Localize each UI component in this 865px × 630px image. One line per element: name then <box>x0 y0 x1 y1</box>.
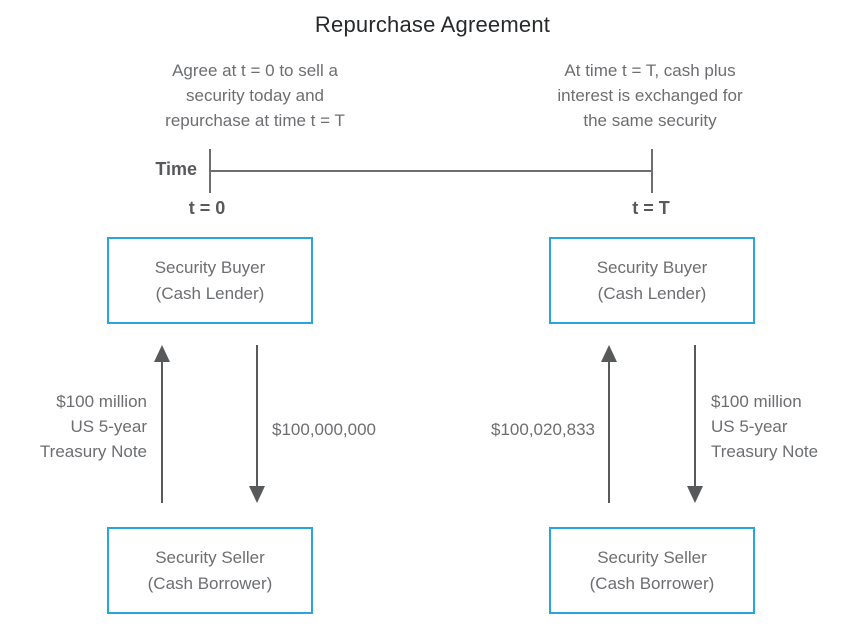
cash-amount-label-tT: $100,020,833 <box>491 420 595 439</box>
box-security-buyer-tT: Security Buyer (Cash Lender) <box>549 237 755 324</box>
arrow-shaft <box>161 357 163 503</box>
timeline-line <box>210 170 653 172</box>
up-arrowhead-icon <box>601 345 617 362</box>
arrow-shaft <box>256 345 258 491</box>
box-security-seller-tT: Security Seller (Cash Borrower) <box>549 527 755 614</box>
security-flow-label-tT: $100 million US 5-year Treasury Note <box>711 392 819 461</box>
timeline-start-label: t = 0 <box>188 198 226 218</box>
agreement-note-t0: Agree at t = 0 to sell a security today … <box>165 61 345 130</box>
arrow-shaft <box>694 345 696 491</box>
box-security-buyer-t0: Security Buyer (Cash Lender) <box>107 237 313 324</box>
timeline-tick-end <box>651 149 653 193</box>
arrow-shaft <box>608 357 610 503</box>
timeline-end-label: t = T <box>632 198 670 218</box>
down-arrowhead-icon <box>249 486 265 503</box>
up-arrowhead-icon <box>154 345 170 362</box>
cash-amount-label-t0: $100,000,000 <box>272 420 376 439</box>
page-title: Repurchase Agreement <box>314 12 551 37</box>
security-flow-up-arrow-t0 <box>154 345 170 503</box>
down-arrowhead-icon <box>687 486 703 503</box>
timeline-tick-start <box>209 149 211 193</box>
agreement-note-tT: At time t = T, cash plus interest is exc… <box>557 61 743 130</box>
cash-flow-down-arrow-t0 <box>249 345 265 503</box>
timeline-axis-label: Time <box>155 159 197 179</box>
security-flow-down-arrow-tT <box>687 345 703 503</box>
cash-flow-up-arrow-tT <box>601 345 617 503</box>
security-flow-label-t0: $100 million US 5-year Treasury Note <box>39 392 147 461</box>
box-security-seller-t0: Security Seller (Cash Borrower) <box>107 527 313 614</box>
